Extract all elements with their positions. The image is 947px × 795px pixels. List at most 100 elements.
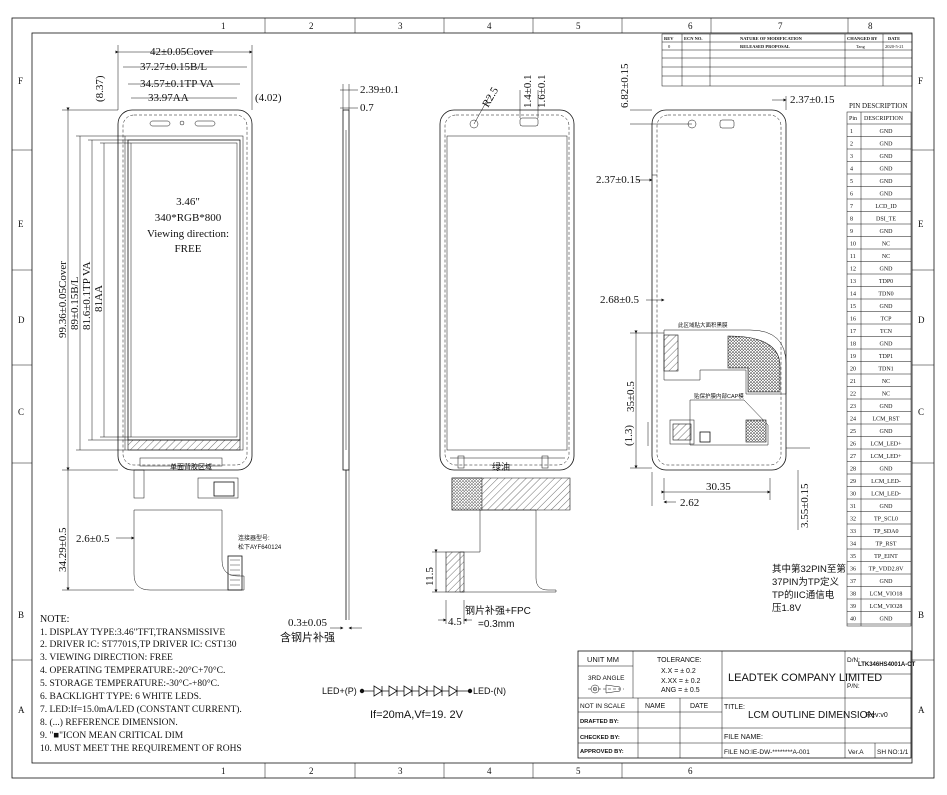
file-number: FILE NO:IE-DW-********A-001 <box>724 749 810 756</box>
dim-fpc-length: 34.29±0.5 <box>57 527 69 572</box>
name-header: NAME <box>645 703 666 710</box>
tolerance-line: X.XX = ± 0.2 <box>661 678 701 685</box>
col-label: 4 <box>487 766 492 776</box>
pin-number: 37 <box>850 579 856 585</box>
notes: NOTE: 1. DISPLAY TYPE:3.46"TFT,TRANSMISS… <box>40 614 242 754</box>
pin-description: LCM_LED- <box>871 492 901 498</box>
row-label: E <box>918 219 924 229</box>
tp-note: 其中第32PIN至第 <box>772 563 846 575</box>
pin-description: LCM_RST <box>872 417 899 423</box>
row-label: E <box>18 219 24 229</box>
col-label: 3 <box>398 21 403 31</box>
tolerance-line: X.X = ± 0.2 <box>661 668 696 675</box>
pin-description: TP_RST <box>875 542 896 548</box>
pin-number: 27 <box>850 454 856 460</box>
pin-description: TDN1 <box>878 367 893 373</box>
col-label: 3 <box>398 766 403 776</box>
pin-number: 14 <box>850 292 856 298</box>
pin-description: GND <box>880 129 894 135</box>
dim-fpc-thickness: 0.3±0.05 <box>288 617 328 629</box>
title-block: UNIT MM 3RD ANGLE TOLERANCE: X.X = ± 0.2… <box>577 650 916 759</box>
pin-number: 2 <box>850 142 853 148</box>
back-view: 绿油 R2.5 1.4±0.1 1.6±0.1 11.5 4.5 钢片补强+FP… <box>424 74 575 630</box>
led-cathode-label: LED-(N) <box>473 686 506 696</box>
row-label: D <box>18 315 25 325</box>
screen-size: 3.46" <box>176 196 200 208</box>
pin-number: 13 <box>850 279 856 285</box>
col-label: 6 <box>688 21 693 31</box>
note-item: 8. (...) REFERENCE DIMENSION. <box>40 717 178 728</box>
tolerance-title: TOLERANCE: <box>657 657 702 664</box>
dim-837: (8.37) <box>94 75 106 102</box>
pin-description: TDN0 <box>878 292 893 298</box>
pin-number: 40 <box>850 617 856 623</box>
dim-402: (4.02) <box>255 92 282 104</box>
pin-number: 39 <box>850 604 856 610</box>
pin-header: DESCRIPTION <box>864 116 904 122</box>
col-label: 2 <box>309 766 314 776</box>
pin-number: 7 <box>850 204 853 210</box>
screen-resolution: 340*RGB*800 <box>155 212 222 224</box>
pin-description: GND <box>880 617 894 623</box>
dim-16: 1.6±0.1 <box>536 74 548 108</box>
angle-label: 3RD ANGLE <box>588 675 625 682</box>
pin-number: 38 <box>850 592 856 598</box>
pin-number: 4 <box>850 167 853 173</box>
stiffener-thickness: =0.3mm <box>478 619 514 630</box>
pin-description: DSI_TE <box>876 217 896 223</box>
pin-description: GND <box>880 142 894 148</box>
dim-3035: 30.35 <box>706 481 731 493</box>
screen-viewing-value: FREE <box>175 243 202 255</box>
side-note: 含钢片补强 <box>280 630 335 644</box>
pin-description: GND <box>880 467 894 473</box>
row-label: A <box>18 705 25 715</box>
date-header: DATE <box>690 703 708 710</box>
note-item: 6. BACKLIGHT TYPE: 6 WHITE LEDS. <box>40 692 201 702</box>
pin-number: 35 <box>850 554 856 560</box>
led-spec: If=20mA,Vf=19. 2V <box>370 709 464 721</box>
dim-bl-height: 89±0.15B/L <box>69 276 81 330</box>
row-label: B <box>918 610 924 620</box>
rev-value: Rev:v0 <box>866 712 888 719</box>
pin-number: 11 <box>850 254 856 260</box>
pin-description: GND <box>880 342 894 348</box>
pin-description: GND <box>880 154 894 160</box>
unit-label: UNIT MM <box>587 655 619 664</box>
pin-number: 8 <box>850 217 853 223</box>
col-label: 5 <box>576 766 581 776</box>
pin-description: LCM_LED+ <box>870 454 902 460</box>
led-circuit: LED+(P) LED-(N) If=20mA,Vf=19. 2V <box>322 685 506 721</box>
file-name-label: FILE NAME: <box>724 734 763 741</box>
pin-description: TP_VDD2.8V <box>869 567 905 573</box>
note-item: 3. VIEWING DIRECTION: FREE <box>40 653 173 663</box>
dim-thickness: 2.39±0.1 <box>360 84 399 96</box>
dn-label: D/N: <box>847 657 860 664</box>
pin-description: GND <box>880 267 894 273</box>
drawing-title: LCM OUTLINE DIMENSION <box>748 710 875 721</box>
black-film-label: 此区域贴大面积黑膜 <box>678 321 728 329</box>
note-item: 4. OPERATING TEMPERATURE:-20°C+70°C. <box>40 665 225 676</box>
pin-number: 25 <box>850 429 856 435</box>
dim-115: 11.5 <box>424 567 436 586</box>
rev-cell: RELEASED PROPOSAL <box>740 44 790 49</box>
pin-number: 24 <box>850 417 856 423</box>
dim-aa-width: 33.97AA <box>148 92 189 104</box>
pin-number: 21 <box>850 379 856 385</box>
scale-label: NOT IN SCALE <box>580 703 626 710</box>
note-item: 2. DRIVER IC: ST7701S,TP DRIVER IC: CST1… <box>40 640 237 650</box>
pin-number: 23 <box>850 404 856 410</box>
dim-07: 0.7 <box>360 102 374 114</box>
pin-number: 9 <box>850 229 853 235</box>
pin-number: 22 <box>850 392 856 398</box>
pin-description: NC <box>882 392 890 398</box>
rear-view: 此区域贴大面积黑膜 贴保护膜内部CAP模 6.82±0.15 2.37±0.15… <box>596 63 846 614</box>
dim-bl-width: 37.27±0.15B/L <box>140 61 207 73</box>
note-item: 1. DISPLAY TYPE:3.46"TFT,TRANSMISSIVE <box>40 628 225 638</box>
pin-number: 34 <box>850 542 856 548</box>
pin-number: 12 <box>850 267 856 273</box>
pin-number: 20 <box>850 367 856 373</box>
screen-viewing: Viewing direction: <box>147 228 229 240</box>
grid-labels: 1 2 3 4 5 6 7 8 1 2 3 4 5 6 F E D C B A … <box>18 21 925 776</box>
side-view: 2.39±0.1 0.7 0.3±0.05 含钢片补强 <box>280 84 399 644</box>
pin-description: GND <box>880 179 894 185</box>
